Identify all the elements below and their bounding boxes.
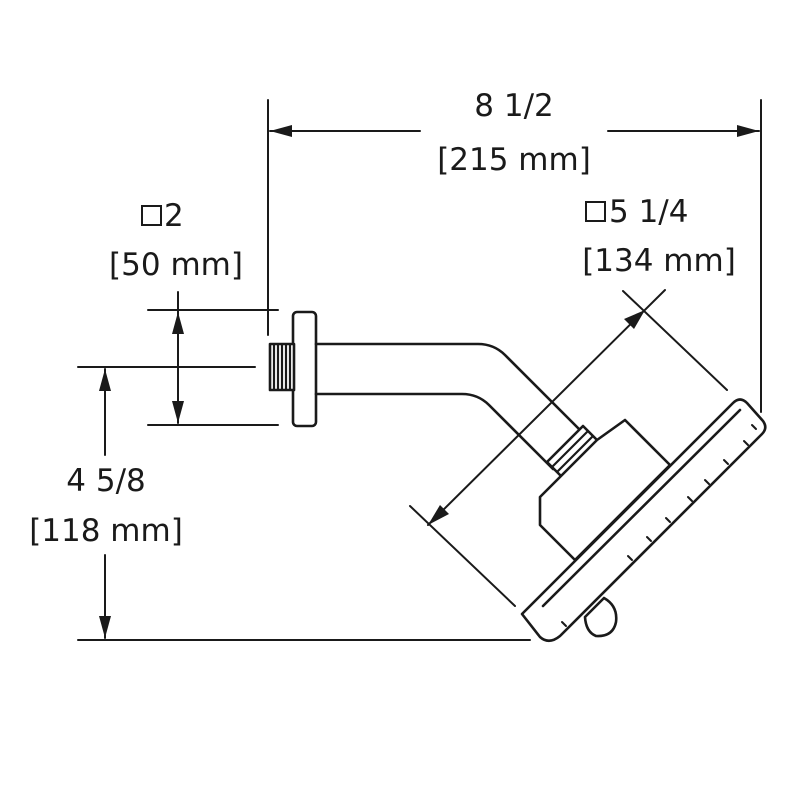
spray-adjust-knob: [583, 596, 618, 638]
square-symbol-icon: [141, 205, 162, 226]
wall-thread: [268, 342, 296, 392]
width-arrow-right: [737, 125, 759, 137]
width-arrow-left: [270, 125, 292, 137]
shower-arm-assembly: [268, 310, 606, 485]
drop-height-metric: [118 mm]: [29, 513, 183, 549]
shower-head: [520, 398, 767, 643]
head-extension-upper: [622, 290, 728, 391]
wall-flange: [291, 310, 318, 428]
head-arrow-upper: [624, 310, 645, 329]
head-square-dimension: 5 1/4 [134 mm]: [409, 194, 736, 607]
drop-arrow-top: [99, 369, 111, 391]
head-square-metric: [134 mm]: [582, 243, 736, 279]
flange-square-dimension: 2 [50 mm]: [109, 198, 279, 426]
overall-width-dimension: 8 1/2 [215 mm]: [267, 88, 762, 413]
head-square-imperial: 5 1/4: [609, 194, 688, 230]
spray-face-ticks: [561, 424, 757, 627]
overall-width-metric: [215 mm]: [437, 142, 591, 178]
square-symbol-icon: [585, 201, 606, 222]
flange-square-metric: [50 mm]: [109, 247, 243, 283]
shower-arm-pipe-lower: [314, 392, 555, 471]
overall-width-imperial: 8 1/2: [474, 88, 553, 124]
head-arrow-lower: [428, 505, 449, 525]
drop-arrow-bottom: [99, 616, 111, 638]
shower-head-face-plate: [520, 398, 767, 643]
flange-arrow-top: [172, 312, 184, 334]
head-extension-lower: [409, 505, 516, 607]
drop-height-imperial: 4 5/8: [66, 463, 145, 499]
face-plate-inner-edge: [541, 408, 742, 608]
shower-arm-pipe: [314, 342, 583, 433]
drop-height-dimension: 4 5/8 [118 mm]: [29, 366, 531, 641]
flange-arrow-bottom: [172, 401, 184, 423]
flange-square-imperial: 2: [164, 198, 184, 234]
head-dimension-line: [427, 289, 666, 526]
